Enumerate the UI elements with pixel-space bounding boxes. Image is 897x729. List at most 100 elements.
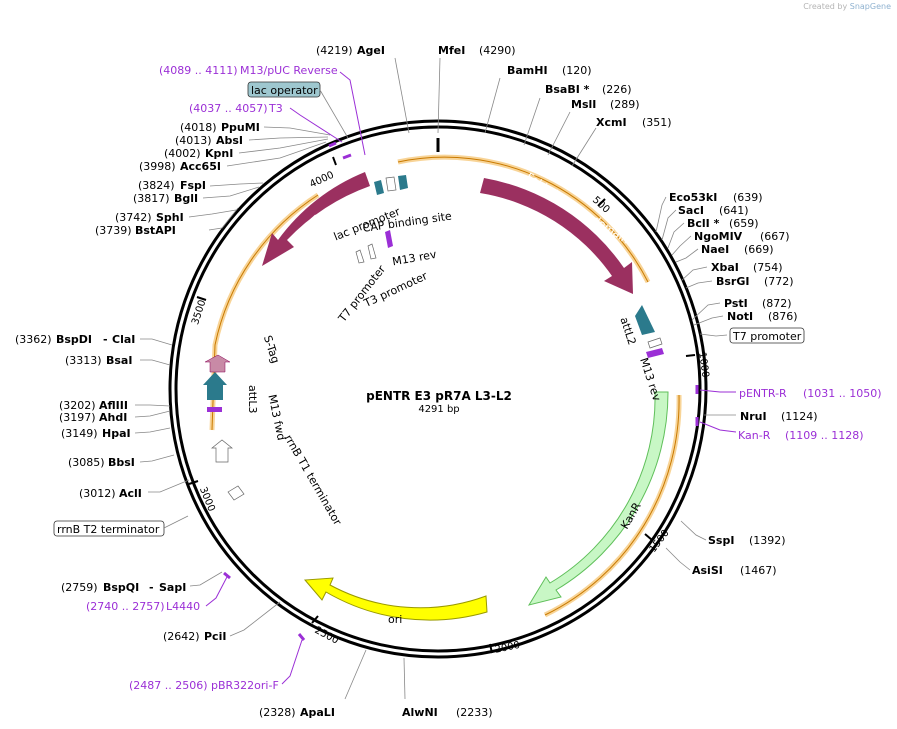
enzyme-xbaI: XbaI xyxy=(711,261,739,274)
tick-1000: 1000 xyxy=(696,352,710,379)
enzyme-ngoMIV: NgoMIV xyxy=(694,230,743,243)
boxed-labels: lac operator T7 promoter rrnB T2 termina… xyxy=(53,81,805,537)
attL2-label: attL2 xyxy=(617,315,638,346)
enzyme-kpnI-pos: (4002) xyxy=(164,147,201,160)
orf-line-kan xyxy=(544,394,680,616)
enzyme-alwNI-pos: (2233) xyxy=(456,706,493,719)
enzyme-asiSI-pos: (1467) xyxy=(740,564,777,577)
primer-kan-r: Kan-R xyxy=(738,429,771,442)
enzyme-bamHI-pos: (120) xyxy=(562,64,592,77)
enzyme-leaders xyxy=(134,57,736,700)
enzyme-acc65I-pos: (3998) xyxy=(139,160,176,173)
lac-operator-mark xyxy=(374,180,384,195)
enzyme-apaLI: ApaLI xyxy=(300,706,335,719)
enzyme-notI: NotI xyxy=(727,310,753,323)
rrnb-t1-mark xyxy=(211,439,233,463)
tick-2000: 2000 xyxy=(494,640,521,656)
t3-promoter-inner-mark xyxy=(355,249,365,264)
enzyme-nruI-pos: (1124) xyxy=(781,410,818,423)
enzyme-bclI: BclI * xyxy=(687,217,720,230)
enzyme-sacI: SacI xyxy=(678,204,704,217)
enzyme-xbaI-pos: (754) xyxy=(753,261,783,274)
tick-2500: 2500 xyxy=(313,625,341,647)
plasmid-length: 4291 bp xyxy=(418,404,460,415)
enzyme-bsaI: BsaI xyxy=(106,354,132,367)
enzyme-claI: ClaI xyxy=(112,333,135,346)
primer-pentr-r-range: (1031 .. 1050) xyxy=(803,387,882,400)
enzyme-bsrGI: BsrGI xyxy=(716,275,749,288)
enzyme-bbsI: BbsI xyxy=(108,456,135,469)
enzyme-acc65I: Acc65I xyxy=(180,160,221,173)
enzyme-bamHI: BamHI xyxy=(507,64,548,77)
primer-pbr322ori-range: (2487 .. 2506) xyxy=(129,679,208,692)
enzyme-bstAPI: BstAPI xyxy=(135,224,176,237)
t7-promoter-right-mark xyxy=(647,337,663,349)
enzyme-ngoMIV-pos: (667) xyxy=(760,230,790,243)
enzyme-bspDI: BspDI xyxy=(56,333,92,346)
enzyme-naeI: NaeI xyxy=(701,243,729,256)
enzyme-naeI-pos: (669) xyxy=(744,243,774,256)
rrnb-t2-mark xyxy=(227,485,245,501)
enzyme-eco53kI-pos: (639) xyxy=(733,191,763,204)
enzyme-pciI-pos: (2642) xyxy=(163,630,200,643)
enzyme-absI-pos: (4013) xyxy=(175,134,212,147)
enzyme-nruI: NruI xyxy=(740,410,767,423)
enzyme-fspI-pos: (3824) xyxy=(138,179,175,192)
enzyme-hpaI: HpaI xyxy=(102,427,131,440)
enzyme-sapI-dash: - xyxy=(149,581,154,594)
t7-promoter-inner-mark xyxy=(367,243,377,260)
enzyme-pstI: PstI xyxy=(724,297,748,310)
primer-pbr322ori: pBR322ori-F xyxy=(211,679,279,692)
enzyme-pciI: PciI xyxy=(204,630,226,643)
ori-arrow xyxy=(303,577,488,621)
m13rev-inner-label: M13 rev xyxy=(391,248,438,269)
primer-m13puc: M13/pUC Reverse xyxy=(240,64,338,77)
kanR-arrow xyxy=(527,391,669,606)
enzyme-aclI-pos: (3012) xyxy=(79,487,116,500)
m13rev-primer-right xyxy=(646,348,664,358)
enzyme-bsaBI: BsaBI * xyxy=(545,83,590,96)
enzyme-sspI: SspI xyxy=(708,534,734,547)
snapgene-logo-text: SnapGene xyxy=(849,2,891,11)
enzyme-mfeI: MfeI xyxy=(438,44,465,57)
enzyme-bspQI: BspQI xyxy=(103,581,139,594)
enzyme-xcmI-pos: (351) xyxy=(642,116,672,129)
enzyme-bstAPI-pos: (3739) xyxy=(95,224,132,237)
enzyme-apaLI-pos: (2328) xyxy=(259,706,296,719)
feature-labels: FokI cleavage domain lacZα KanR ori attL… xyxy=(246,170,663,626)
enzyme-labels: (4219) AgeI MfeI (4290) BamHI (120) BsaB… xyxy=(15,44,818,719)
attL3-arrow xyxy=(203,372,227,400)
snapgene-credit: Created by SnapGene xyxy=(803,2,891,11)
enzyme-aflIII: AflIII xyxy=(99,399,128,412)
t7-promoter-box-label: T7 promoter xyxy=(732,330,802,343)
primer-m13puc-range: (4089 .. 4111) xyxy=(159,64,238,77)
enzyme-bsaI-pos: (3313) xyxy=(65,354,102,367)
orf-line-lacz xyxy=(211,194,319,431)
fokI-arrow xyxy=(480,178,633,294)
enzyme-absI: AbsI xyxy=(216,134,243,147)
primer-t3-range: (4037 .. 4057) xyxy=(189,102,268,115)
enzyme-fspI: FspI xyxy=(180,179,206,192)
t3-primer-mark xyxy=(328,141,337,148)
primer-l4440-range: (2740 .. 2757) xyxy=(86,600,165,613)
m13fwd-primer xyxy=(207,407,222,412)
orf-line-fok xyxy=(397,156,649,283)
m13rev-right-label: M13 rev xyxy=(637,356,663,403)
primer-kan-r-range: (1109 .. 1128) xyxy=(785,429,864,442)
rrnb-t2-label: rrnB T2 terminator xyxy=(57,523,160,536)
enzyme-ppuMI: PpuMI xyxy=(221,121,260,134)
tick-4000: 4000 xyxy=(308,170,336,191)
enzyme-bclI-pos: (659) xyxy=(729,217,759,230)
enzyme-notI-pos: (876) xyxy=(768,310,798,323)
enzyme-ahdI-pos: (3197) xyxy=(59,411,96,424)
attL2-arrow xyxy=(635,305,655,335)
enzyme-bsaBI-pos: (226) xyxy=(602,83,632,96)
m13puc-primer-mark xyxy=(342,153,352,160)
enzyme-bspDI-pos: (3362) xyxy=(15,333,52,346)
primer-l4440: L4440 xyxy=(166,600,200,613)
enzyme-ageI-pos: (4219) xyxy=(316,44,353,57)
enzyme-ahdI: AhdI xyxy=(99,411,127,424)
attL3-label: attL3 xyxy=(246,385,259,414)
enzyme-ppuMI-pos: (4018) xyxy=(180,121,217,134)
